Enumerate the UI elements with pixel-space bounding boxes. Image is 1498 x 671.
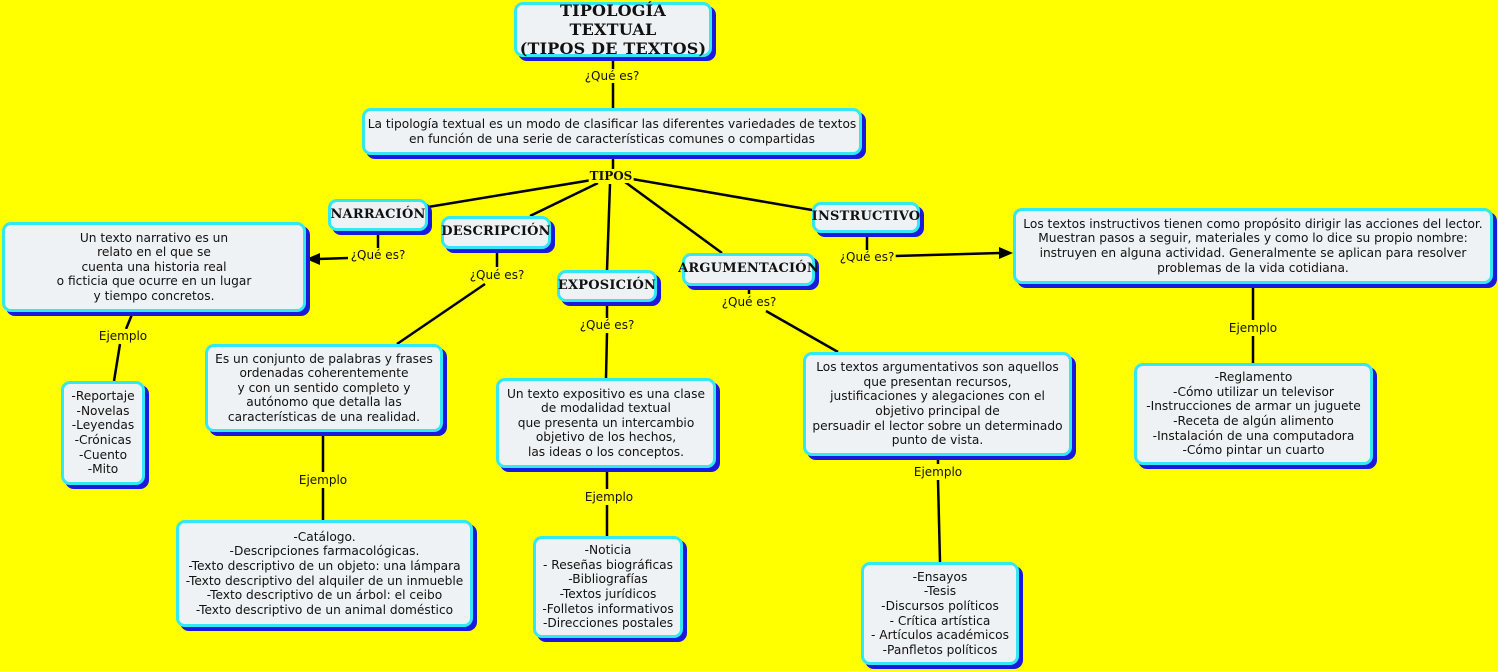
link-label-ejemplo: Ejemplo	[297, 473, 349, 487]
narracion-definition-node[interactable]: Un texto narrativo es un relato en el qu…	[2, 222, 306, 312]
title-node[interactable]: TIPOLOGÍA TEXTUAL (TIPOS DE TEXTOS)	[514, 1, 712, 58]
descripcion-definition-node[interactable]: Es un conjunto de palabras y frases orde…	[205, 344, 443, 432]
link-label-que-es: ¿Qué es?	[720, 295, 778, 309]
link-label-que-es: ¿Qué es?	[468, 268, 526, 282]
narracion-examples-node[interactable]: -Reportaje -Novelas -Leyendas -Crónicas …	[61, 381, 145, 485]
instructivo-examples-node[interactable]: -Reglamento -Cómo utilizar un televisor …	[1134, 363, 1373, 465]
descripcion-examples-node[interactable]: -Catálogo. -Descripciones farmacológicas…	[176, 520, 473, 627]
link-label-ejemplo: Ejemplo	[1227, 321, 1279, 335]
exposicion-examples-node[interactable]: -Noticia - Reseñas biográficas -Bibliogr…	[533, 536, 683, 638]
instructivo-definition-node[interactable]: Los textos instructivos tienen como prop…	[1013, 208, 1493, 284]
link-label-tipos: TIPOS	[588, 169, 634, 183]
type-node-exposicion[interactable]: EXPOSICIÓN	[557, 270, 657, 302]
argumentacion-definition-node[interactable]: Los textos argumentativos son aquellos q…	[803, 352, 1072, 456]
type-node-argumentacion[interactable]: ARGUMENTACIÓN	[678, 253, 819, 286]
link-label-que-es: ¿Qué es?	[349, 248, 407, 262]
link-label-que-es: ¿Qué es?	[583, 69, 641, 83]
link-label-que-es: ¿Qué es?	[578, 318, 636, 332]
arrow-head-icon	[306, 253, 320, 265]
link-label-que-es: ¿Qué es?	[838, 250, 896, 264]
definition-node[interactable]: La tipología textual es un modo de clasi…	[362, 108, 862, 155]
argumentacion-examples-node[interactable]: -Ensayos -Tesis -Discursos políticos - C…	[861, 562, 1019, 665]
type-node-narracion[interactable]: NARRACIÓN	[328, 199, 428, 231]
link-label-ejemplo: Ejemplo	[97, 329, 149, 343]
type-node-instructivo[interactable]: INSTRUCTIVO	[812, 202, 920, 233]
type-node-descripcion[interactable]: DESCRIPCIÓN	[441, 216, 551, 249]
exposicion-definition-node[interactable]: Un texto expositivo es una clase de moda…	[496, 378, 716, 468]
link-label-ejemplo: Ejemplo	[912, 465, 964, 479]
arrow-head-icon	[999, 247, 1013, 259]
link-label-ejemplo: Ejemplo	[583, 490, 635, 504]
